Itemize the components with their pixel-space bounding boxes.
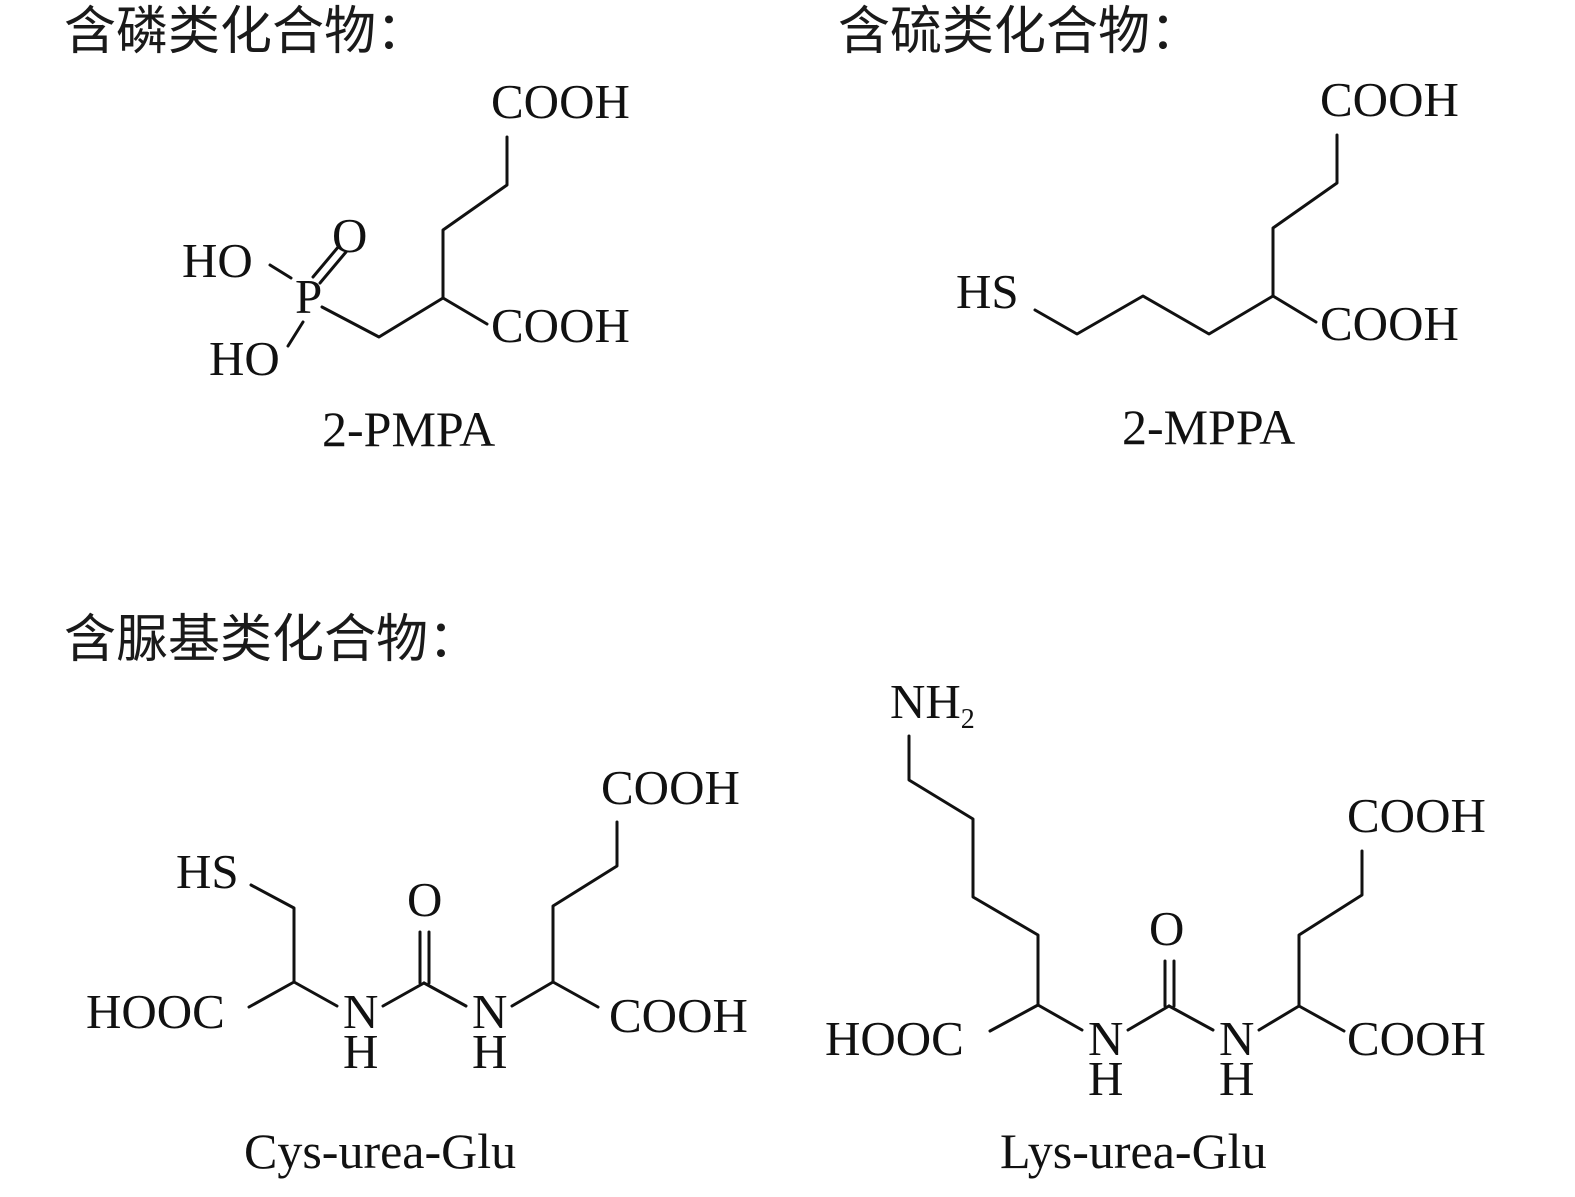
pmpa-ho-top-label: HO: [182, 233, 253, 288]
cys-cooh-top-label: COOH: [601, 760, 740, 815]
pmpa-p-label: P: [295, 269, 322, 324]
cys-urea-glu-structure: HS O HOOC N H N H COOH COOH Cys-urea-Glu: [86, 760, 748, 1179]
cys-n1-label: N: [343, 984, 378, 1039]
lys-glu-chain-bonds: [1297, 849, 1364, 1008]
lys-urea-glu-name-label: Lys-urea-Glu: [1000, 1123, 1267, 1179]
mppa-name-label: 2-MPPA: [1122, 399, 1295, 455]
pmpa-cooh-bond: [441, 296, 489, 326]
cys-cooh-right-label: COOH: [609, 988, 748, 1043]
pmpa-cooh-top-label: COOH: [491, 74, 630, 129]
pmpa-name-label: 2-PMPA: [322, 401, 495, 457]
pmpa-o-label: O: [332, 208, 367, 263]
pmpa-cooh-mid-label: COOH: [491, 298, 630, 353]
cys-h1-label: H: [343, 1024, 378, 1079]
lys-cooh-right-label: COOH: [1347, 1011, 1486, 1066]
cys-o-label: O: [407, 872, 442, 927]
lys-nh-text: NH: [890, 674, 961, 729]
urea-compounds-heading: 含脲基类化合物：: [64, 610, 481, 670]
mppa-structure: COOH COOH HS 2-MPPA: [956, 72, 1459, 455]
lys-n1-label: N: [1088, 1011, 1123, 1066]
lys-n-carbonyl-bond: [1126, 1004, 1171, 1032]
cys-n-glu-alpha-bond: [510, 980, 555, 1008]
pmpa-po-double-bond-1: [311, 244, 341, 279]
cys-side-chain-bonds: [247, 883, 296, 1009]
pmpa-structure: COOH COOH HO HO P O 2-PMPA: [182, 74, 630, 457]
pmpa-ho-bottom-label: HO: [209, 331, 280, 386]
cys-hooc-label: HOOC: [86, 984, 225, 1039]
sulfur-compounds-heading: 含硫类化合物：: [838, 2, 1203, 62]
mppa-chain-bonds: [1033, 133, 1339, 336]
lys-carbonyl-n-bond: [1167, 1004, 1215, 1032]
lys-h1-label: H: [1088, 1051, 1123, 1106]
cys-glu-cooh-bond: [551, 980, 600, 1009]
cys-h2-label: H: [472, 1024, 507, 1079]
phosphorus-compounds-heading: 含磷类化合物：: [64, 2, 429, 62]
pmpa-chain-bonds: [320, 135, 509, 339]
lys-hooc-label: HOOC: [825, 1011, 964, 1066]
lys-nh2-label: NH2: [890, 674, 975, 735]
cys-n-carbonyl-bond: [381, 981, 426, 1008]
lys-o-label: O: [1149, 901, 1184, 956]
lys-glu-cooh-bond: [1297, 1004, 1346, 1033]
mppa-cooh-top-label: COOH: [1320, 72, 1459, 127]
lys-side-chain-bonds: [907, 734, 1040, 1033]
pmpa-po-double-bond-2: [318, 250, 348, 285]
lys-urea-glu-structure: NH2 O HOOC N H N H COOH COOH Lys-urea-Gl…: [825, 674, 1486, 1179]
cys-alpha-n-bond: [292, 980, 339, 1008]
lys-h2-label: H: [1219, 1051, 1254, 1106]
lys-nh2-subscript: 2: [961, 704, 975, 735]
cys-urea-glu-name-label: Cys-urea-Glu: [244, 1123, 516, 1179]
pmpa-p-ho-top-bond: [268, 263, 293, 280]
mppa-hs-label: HS: [956, 264, 1019, 319]
lys-n-glu-alpha-bond: [1257, 1004, 1301, 1032]
mppa-cooh-bond: [1271, 294, 1318, 324]
lys-n2-label: N: [1219, 1011, 1254, 1066]
lys-cooh-top-label: COOH: [1347, 788, 1486, 843]
cys-glu-chain-bonds: [551, 820, 619, 984]
cys-n2-label: N: [472, 984, 507, 1039]
lys-alpha-n-bond: [1036, 1003, 1084, 1032]
cys-hs-label: HS: [176, 844, 239, 899]
pmpa-p-ho-bottom-bond: [286, 320, 305, 348]
mppa-cooh-mid-label: COOH: [1320, 296, 1459, 351]
cys-carbonyl-n-bond: [422, 981, 468, 1008]
